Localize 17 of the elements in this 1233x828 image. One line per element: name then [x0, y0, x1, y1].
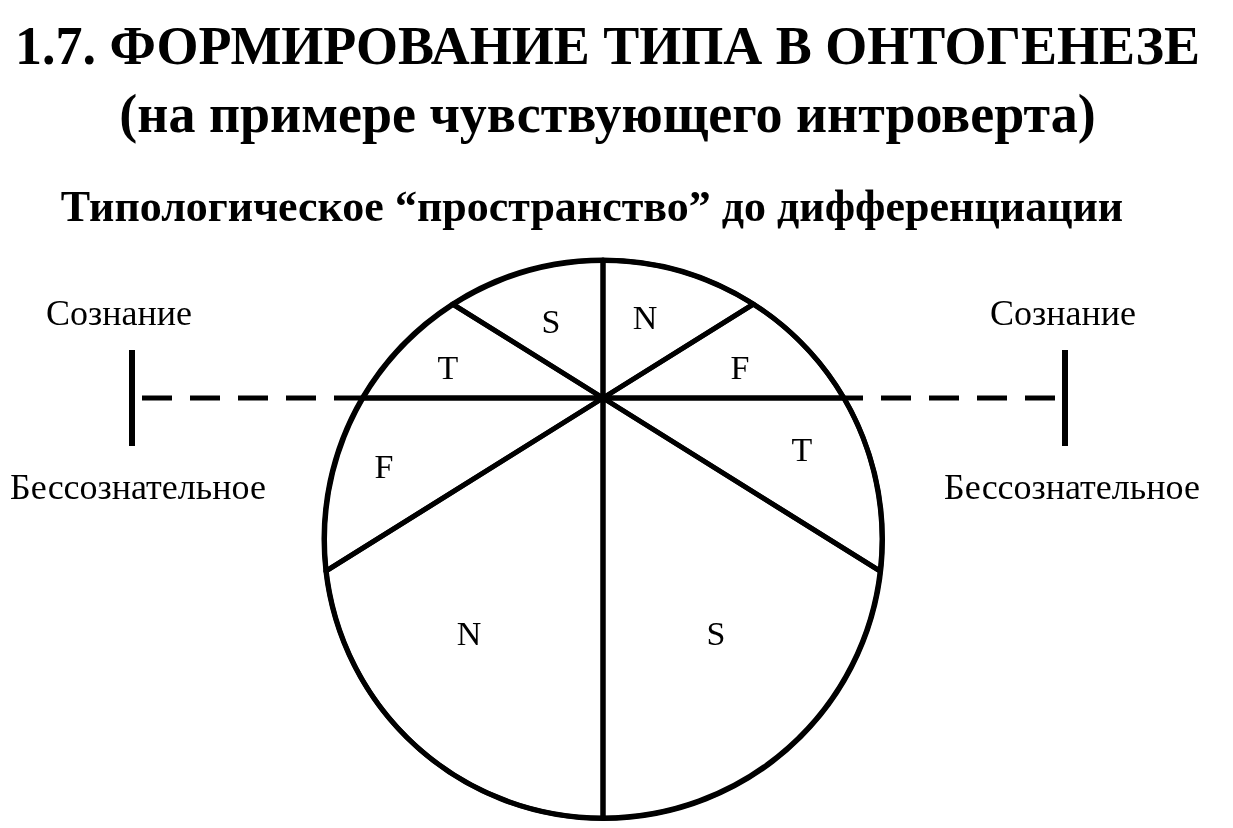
sector-letter: S [706, 614, 726, 654]
vertical-marker [129, 350, 135, 446]
sector-letter: F [730, 348, 750, 388]
zone-label: Сознание [990, 293, 1136, 335]
sector-letter: T [791, 430, 813, 470]
vertical-marker [1062, 350, 1068, 446]
sector-letter: F [374, 447, 394, 487]
zone-label: Бессознательное [944, 467, 1200, 509]
sector-letter: T [437, 348, 459, 388]
zone-label: Бессознательное [10, 467, 266, 509]
sector-letter: S [541, 302, 561, 342]
circle-outline [320, 256, 886, 822]
sector-letter: N [456, 614, 482, 654]
zone-label: Сознание [46, 293, 192, 335]
title: 1.7. ФОРМИРОВАНИЕ ТИПА В ОНТОГЕНЕЗЕ (на примере чувствующего интроверта) [13, 15, 1202, 146]
subtitle: Типологическое “пространство” до дифференциации [60, 181, 1124, 233]
sector-letter: N [632, 298, 658, 338]
